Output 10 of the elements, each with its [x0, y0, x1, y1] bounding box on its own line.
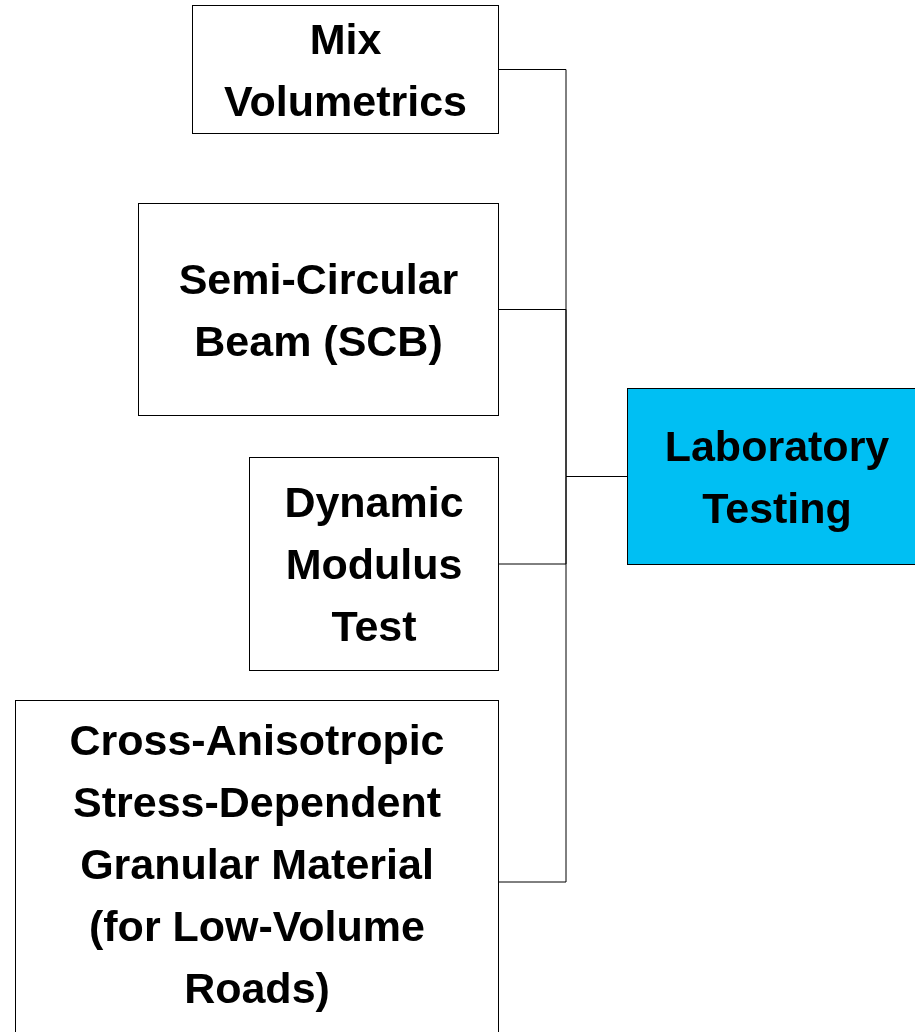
- box-label: Dynamic Modulus Test: [283, 477, 465, 652]
- test-box: [249, 457, 499, 671]
- category-box: [627, 388, 915, 565]
- test-box: [138, 203, 499, 416]
- box-label: Laboratory Testing: [663, 420, 891, 534]
- box-label: Mix Volumetrics: [223, 13, 468, 127]
- test-box: [15, 700, 499, 1032]
- box-label: Cross-Anisotropic Stress-Dependent Granular Material (for Low-Volume Roads): [68, 715, 446, 1014]
- box-label: Semi-Circular Beam (SCB): [177, 253, 460, 367]
- test-box: [192, 5, 499, 134]
